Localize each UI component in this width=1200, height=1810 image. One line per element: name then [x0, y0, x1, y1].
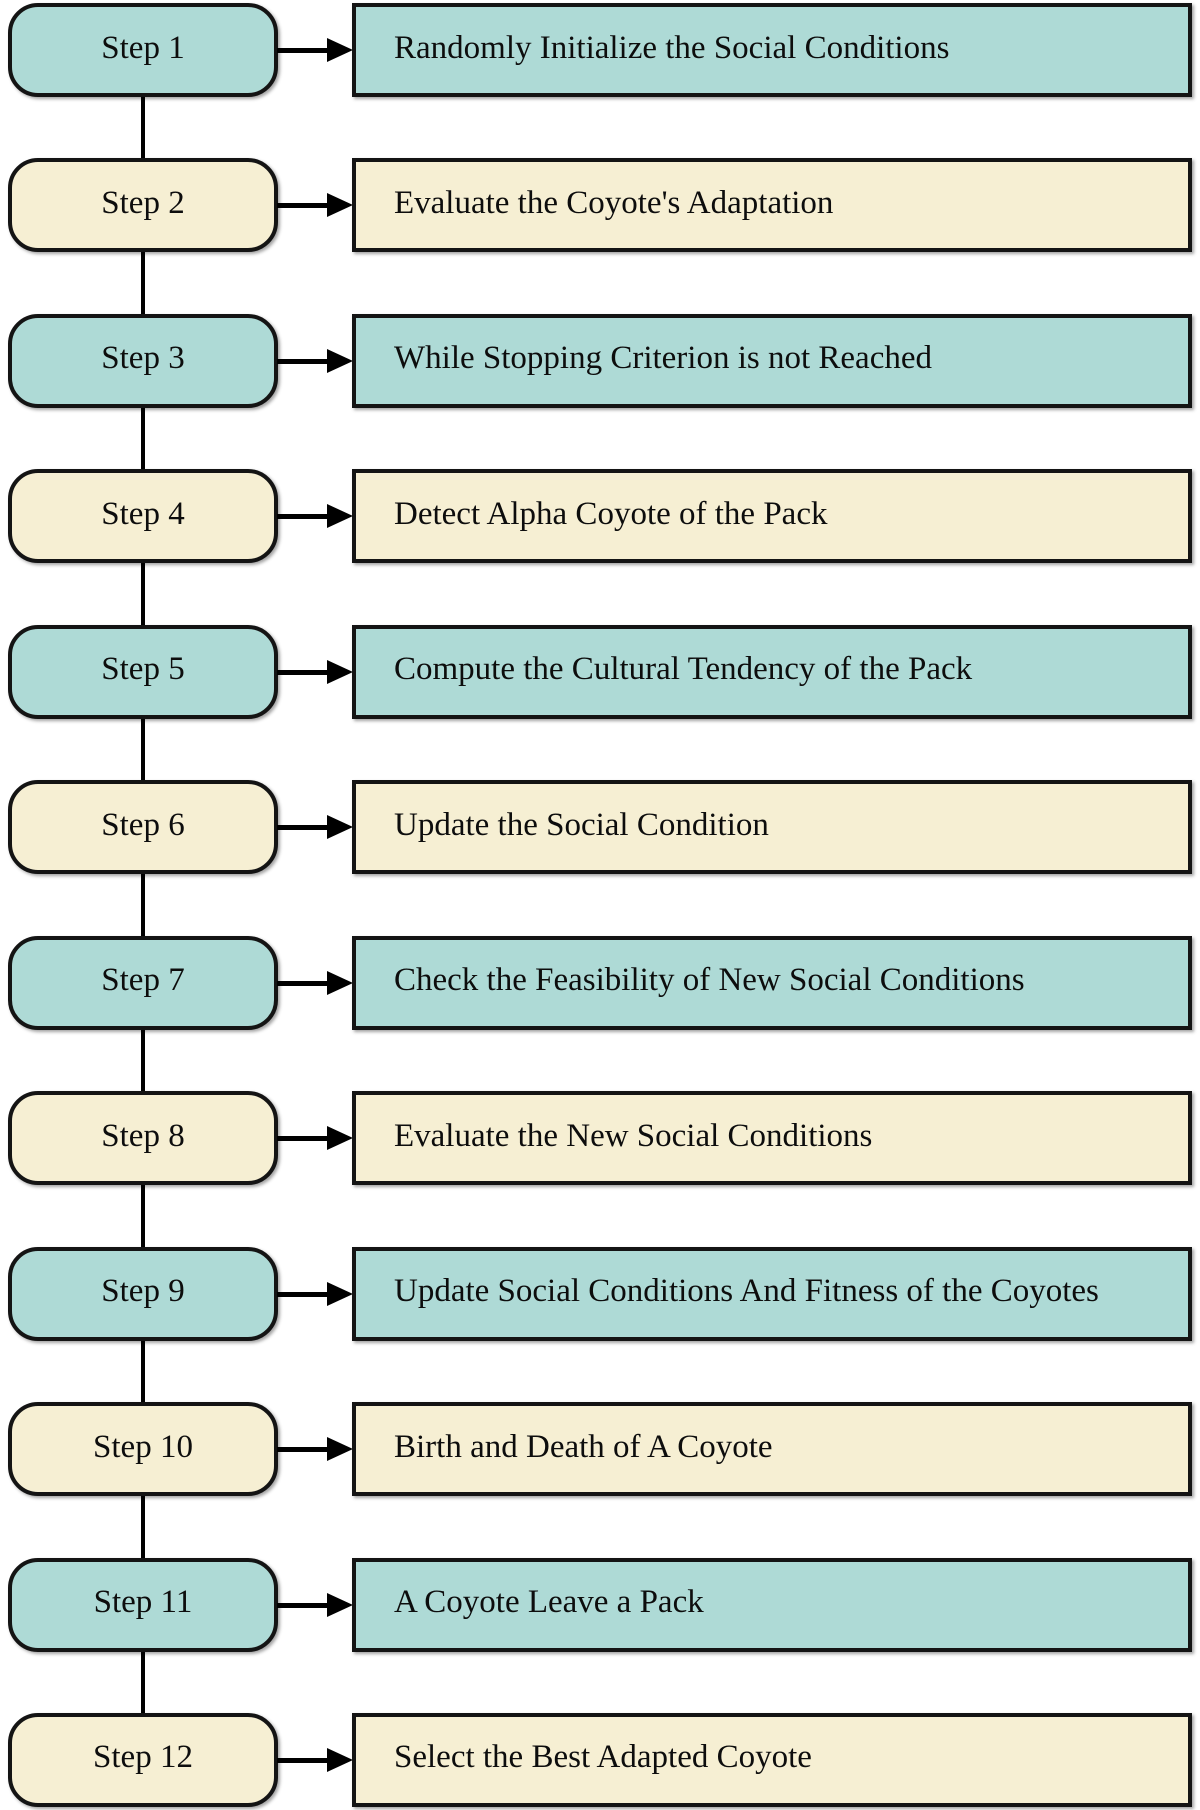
flow-row: Step 9 Update Social Conditions And Fitn…	[0, 1246, 1200, 1403]
arrow-connector	[277, 48, 331, 53]
step-label: Step 6	[101, 806, 185, 843]
description-label: Select the Best Adapted Coyote	[394, 1739, 812, 1776]
flow-row: Step 1 Randomly Initialize the Social Co…	[0, 3, 1200, 159]
arrow-connector	[277, 1757, 331, 1763]
step-label: Step 8	[101, 1117, 185, 1154]
description-box: Randomly Initialize the Social Condition…	[352, 3, 1192, 97]
step-label: Step 5	[101, 651, 185, 688]
vertical-connector	[141, 1029, 145, 1092]
description-box: Compute the Cultural Tendency of the Pac…	[352, 624, 1192, 719]
step-box: Step 5	[8, 624, 278, 719]
step-box: Step 11	[8, 1557, 278, 1652]
flow-row: Step 11 A Coyote Leave a Pack	[0, 1557, 1200, 1714]
arrow-connector	[277, 669, 331, 675]
step-label: Step 4	[101, 495, 185, 532]
step-box: Step 2	[8, 158, 278, 253]
arrow-head-icon	[327, 348, 353, 373]
vertical-connector	[141, 1496, 145, 1559]
arrow-connector	[277, 825, 331, 831]
description-box: Detect Alpha Coyote of the Pack	[352, 469, 1192, 564]
vertical-connector	[141, 874, 145, 937]
description-label: Birth and Death of A Coyote	[394, 1428, 773, 1465]
arrow-head-icon	[327, 193, 353, 218]
arrow-head-icon	[327, 1592, 353, 1617]
arrow-connector	[277, 980, 331, 986]
flow-row: Step 2 Evaluate the Coyote's Adaptation	[0, 158, 1200, 315]
vertical-connector	[141, 1185, 145, 1248]
vertical-connector	[141, 252, 145, 315]
flow-row: Step 7 Check the Feasibility of New Soci…	[0, 935, 1200, 1092]
vertical-connector	[141, 563, 145, 626]
description-label: Randomly Initialize the Social Condition…	[394, 29, 950, 66]
arrow-connector	[277, 1136, 331, 1142]
arrow-head-icon	[327, 1437, 353, 1462]
description-label: Evaluate the Coyote's Adaptation	[394, 184, 834, 221]
arrow-connector	[277, 358, 331, 364]
description-label: Detect Alpha Coyote of the Pack	[394, 495, 828, 532]
step-label: Step 1	[101, 29, 185, 66]
arrow-head-icon	[327, 504, 353, 529]
description-box: Update the Social Condition	[352, 780, 1192, 875]
description-box: A Coyote Leave a Pack	[352, 1557, 1192, 1652]
description-box: Update Social Conditions And Fitness of …	[352, 1246, 1192, 1341]
arrow-head-icon	[327, 38, 353, 62]
arrow-head-icon	[327, 1126, 353, 1151]
arrow-head-icon	[327, 815, 353, 840]
description-label: Compute the Cultural Tendency of the Pac…	[394, 651, 973, 688]
flow-row: Step 3 While Stopping Criterion is not R…	[0, 313, 1200, 470]
description-box: Evaluate the Coyote's Adaptation	[352, 158, 1192, 253]
step-label: Step 11	[93, 1584, 193, 1620]
description-box: Select the Best Adapted Coyote	[352, 1712, 1192, 1807]
step-label: Step 2	[101, 184, 185, 221]
step-label: Step 3	[101, 340, 185, 377]
step-box: Step 3	[8, 313, 278, 408]
step-label: Step 7	[101, 962, 185, 999]
step-label: Step 9	[101, 1273, 185, 1310]
step-box: Step 10	[8, 1402, 278, 1497]
description-label: While Stopping Criterion is not Reached	[394, 340, 932, 377]
description-label: Update the Social Condition	[394, 806, 769, 843]
description-label: Check the Feasibility of New Social Cond…	[394, 962, 1025, 999]
step-box: Step 9	[8, 1246, 278, 1341]
vertical-connector	[141, 1340, 145, 1403]
arrow-connector	[277, 514, 331, 520]
step-box: Step 6	[8, 780, 278, 875]
arrow-head-icon	[327, 970, 353, 995]
flow-row: Step 10 Birth and Death of A Coyote	[0, 1402, 1200, 1559]
description-label: Evaluate the New Social Conditions	[394, 1117, 873, 1154]
flow-row: Step 8 Evaluate the New Social Condition…	[0, 1091, 1200, 1248]
vertical-connector	[141, 1651, 145, 1714]
flow-row: Step 6 Update the Social Condition	[0, 780, 1200, 937]
step-label: Step 12	[93, 1739, 193, 1776]
vertical-connector	[141, 97, 145, 159]
vertical-connector	[141, 718, 145, 781]
vertical-connector	[141, 407, 145, 470]
description-box: Birth and Death of A Coyote	[352, 1402, 1192, 1497]
arrow-head-icon	[327, 1747, 353, 1772]
flow-row: Step 4 Detect Alpha Coyote of the Pack	[0, 469, 1200, 626]
step-box: Step 12	[8, 1712, 278, 1807]
flow-row: Step 5 Compute the Cultural Tendency of …	[0, 624, 1200, 781]
description-box: While Stopping Criterion is not Reached	[352, 313, 1192, 408]
description-label: Update Social Conditions And Fitness of …	[394, 1273, 1099, 1310]
arrow-head-icon	[327, 1281, 353, 1306]
arrow-connector	[277, 1291, 331, 1297]
description-label: A Coyote Leave a Pack	[394, 1584, 704, 1620]
arrow-connector	[277, 203, 331, 209]
step-box: Step 7	[8, 935, 278, 1030]
arrow-connector	[277, 1602, 331, 1608]
step-box: Step 8	[8, 1091, 278, 1186]
step-box: Step 1	[8, 3, 278, 97]
description-box: Check the Feasibility of New Social Cond…	[352, 935, 1192, 1030]
step-box: Step 4	[8, 469, 278, 564]
description-box: Evaluate the New Social Conditions	[352, 1091, 1192, 1186]
arrow-head-icon	[327, 659, 353, 684]
flow-row: Step 12 Select the Best Adapted Coyote	[0, 1712, 1200, 1807]
step-label: Step 10	[93, 1428, 193, 1465]
arrow-connector	[277, 1447, 331, 1453]
